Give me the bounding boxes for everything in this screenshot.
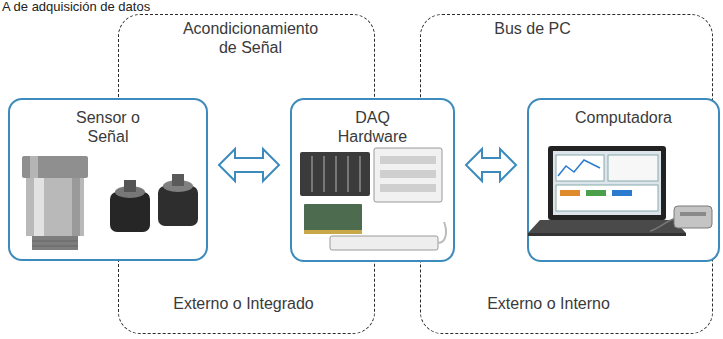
component-label: DAQ Hardware — [328, 108, 418, 146]
zone-label: Externo o Interno — [487, 294, 610, 313]
component-box: Sensor o Señal — [8, 98, 208, 261]
diagram-title: A de adquisición de datos — [2, 0, 150, 14]
zone-label: Acondicionamiento de Señal — [176, 19, 326, 57]
double-arrow — [219, 149, 279, 181]
zone-label: Bus de PC — [494, 19, 570, 38]
double-arrow — [466, 149, 516, 181]
component-label: Computadora — [575, 108, 672, 127]
component-box: Computadora — [527, 98, 720, 262]
component-label: Sensor o Señal — [63, 108, 153, 146]
component-box: DAQ Hardware — [290, 98, 455, 262]
zone-label: Externo o Integrado — [173, 294, 314, 313]
